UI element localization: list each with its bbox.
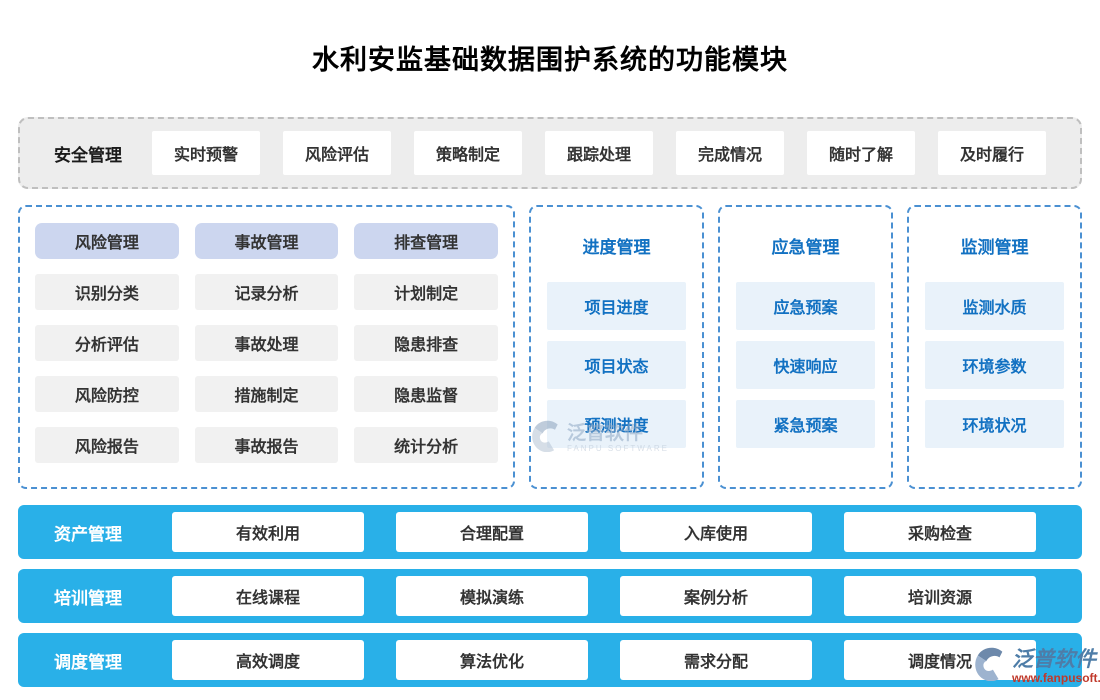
bar-item: 需求分配: [620, 640, 812, 680]
bar-item: 有效利用: [172, 512, 364, 552]
panel-item: 应急预案: [736, 282, 875, 330]
matrix-item: 风险防控: [35, 376, 179, 412]
bar-item: 模拟演练: [396, 576, 588, 616]
bar-label: 培训管理: [54, 588, 122, 608]
security-chip: 及时履行: [938, 131, 1046, 175]
panel-title: 监测管理: [960, 238, 1029, 257]
panel-item: 环境状况: [925, 400, 1064, 448]
bar-item: 案例分析: [620, 576, 812, 616]
matrix-item: 统计分析: [354, 427, 498, 463]
panel-risk-accident-inspection: 风险管理 事故管理 排查管理 识别分类 记录分析 计划制定 分析评估 事故处理 …: [18, 205, 515, 489]
security-chip: 策略制定: [414, 131, 522, 175]
matrix-item: 记录分析: [194, 274, 339, 310]
panel-item: 紧急预案: [736, 400, 875, 448]
matrix-item: 隐患监督: [354, 376, 498, 412]
matrix-item: 风险报告: [35, 427, 179, 463]
bar-label: 调度管理: [54, 652, 122, 672]
security-management-row: 安全管理 实时预警 风险评估 策略制定 跟踪处理 完成情况 随时了解 及时履行: [18, 117, 1082, 189]
security-chip: 实时预警: [152, 131, 260, 175]
matrix-item: 事故处理: [194, 325, 339, 361]
panel-item: 预测进度: [547, 400, 686, 448]
bottom-bars: 资产管理 有效利用 合理配置 入库使用 采购检查 培训管理 在线课程 模拟演练 …: [18, 505, 1082, 687]
bar-item: 合理配置: [396, 512, 588, 552]
panel-monitoring-management: 监测管理 监测水质 环境参数 环境状况: [907, 205, 1082, 489]
bar-item: 入库使用: [620, 512, 812, 552]
bar-item: 在线课程: [172, 576, 364, 616]
matrix-item: 分析评估: [35, 325, 179, 361]
panel-item: 项目状态: [547, 341, 686, 389]
bar-label: 资产管理: [54, 524, 122, 544]
panel-item: 项目进度: [547, 282, 686, 330]
security-row-label: 安全管理: [54, 145, 122, 165]
matrix-item: 措施制定: [194, 376, 339, 412]
bar-asset-management: 资产管理 有效利用 合理配置 入库使用 采购检查: [18, 505, 1082, 559]
bar-item: 培训资源: [844, 576, 1036, 616]
security-chip: 跟踪处理: [545, 131, 653, 175]
panel-item: 监测水质: [925, 282, 1064, 330]
matrix-column-header: 事故管理: [194, 223, 339, 259]
matrix-item: 识别分类: [35, 274, 179, 310]
security-chip: 风险评估: [283, 131, 391, 175]
bar-item: 算法优化: [396, 640, 588, 680]
page-title: 水利安监基础数据围护系统的功能模块: [312, 45, 788, 75]
bar-items: 高效调度 算法优化 需求分配 调度情况: [172, 640, 1036, 680]
panel-emergency-management: 应急管理 应急预案 快速响应 紧急预案: [718, 205, 893, 489]
matrix-item: 隐患排查: [354, 325, 498, 361]
bar-item: 高效调度: [172, 640, 364, 680]
module-panels-row: 风险管理 事故管理 排查管理 识别分类 记录分析 计划制定 分析评估 事故处理 …: [18, 205, 1082, 489]
panel-item: 环境参数: [925, 341, 1064, 389]
panel-progress-management: 进度管理 项目进度 项目状态 预测进度: [529, 205, 704, 489]
security-row-items: 实时预警 风险评估 策略制定 跟踪处理 完成情况 随时了解 及时履行: [152, 131, 1046, 175]
bar-item: 调度情况: [844, 640, 1036, 680]
bar-items: 有效利用 合理配置 入库使用 采购检查: [172, 512, 1036, 552]
bar-item: 采购检查: [844, 512, 1036, 552]
panel-title: 进度管理: [582, 238, 651, 257]
matrix-item: 计划制定: [354, 274, 498, 310]
bar-items: 在线课程 模拟演练 案例分析 培训资源: [172, 576, 1036, 616]
panel-title: 应急管理: [771, 238, 840, 257]
bar-dispatch-management: 调度管理 高效调度 算法优化 需求分配 调度情况: [18, 633, 1082, 687]
panel-item: 快速响应: [736, 341, 875, 389]
matrix-column-header: 风险管理: [35, 223, 179, 259]
security-chip: 完成情况: [676, 131, 784, 175]
security-chip: 随时了解: [807, 131, 915, 175]
bar-training-management: 培训管理 在线课程 模拟演练 案例分析 培训资源: [18, 569, 1082, 623]
matrix-column-header: 排查管理: [354, 223, 498, 259]
matrix-item: 事故报告: [194, 427, 339, 463]
